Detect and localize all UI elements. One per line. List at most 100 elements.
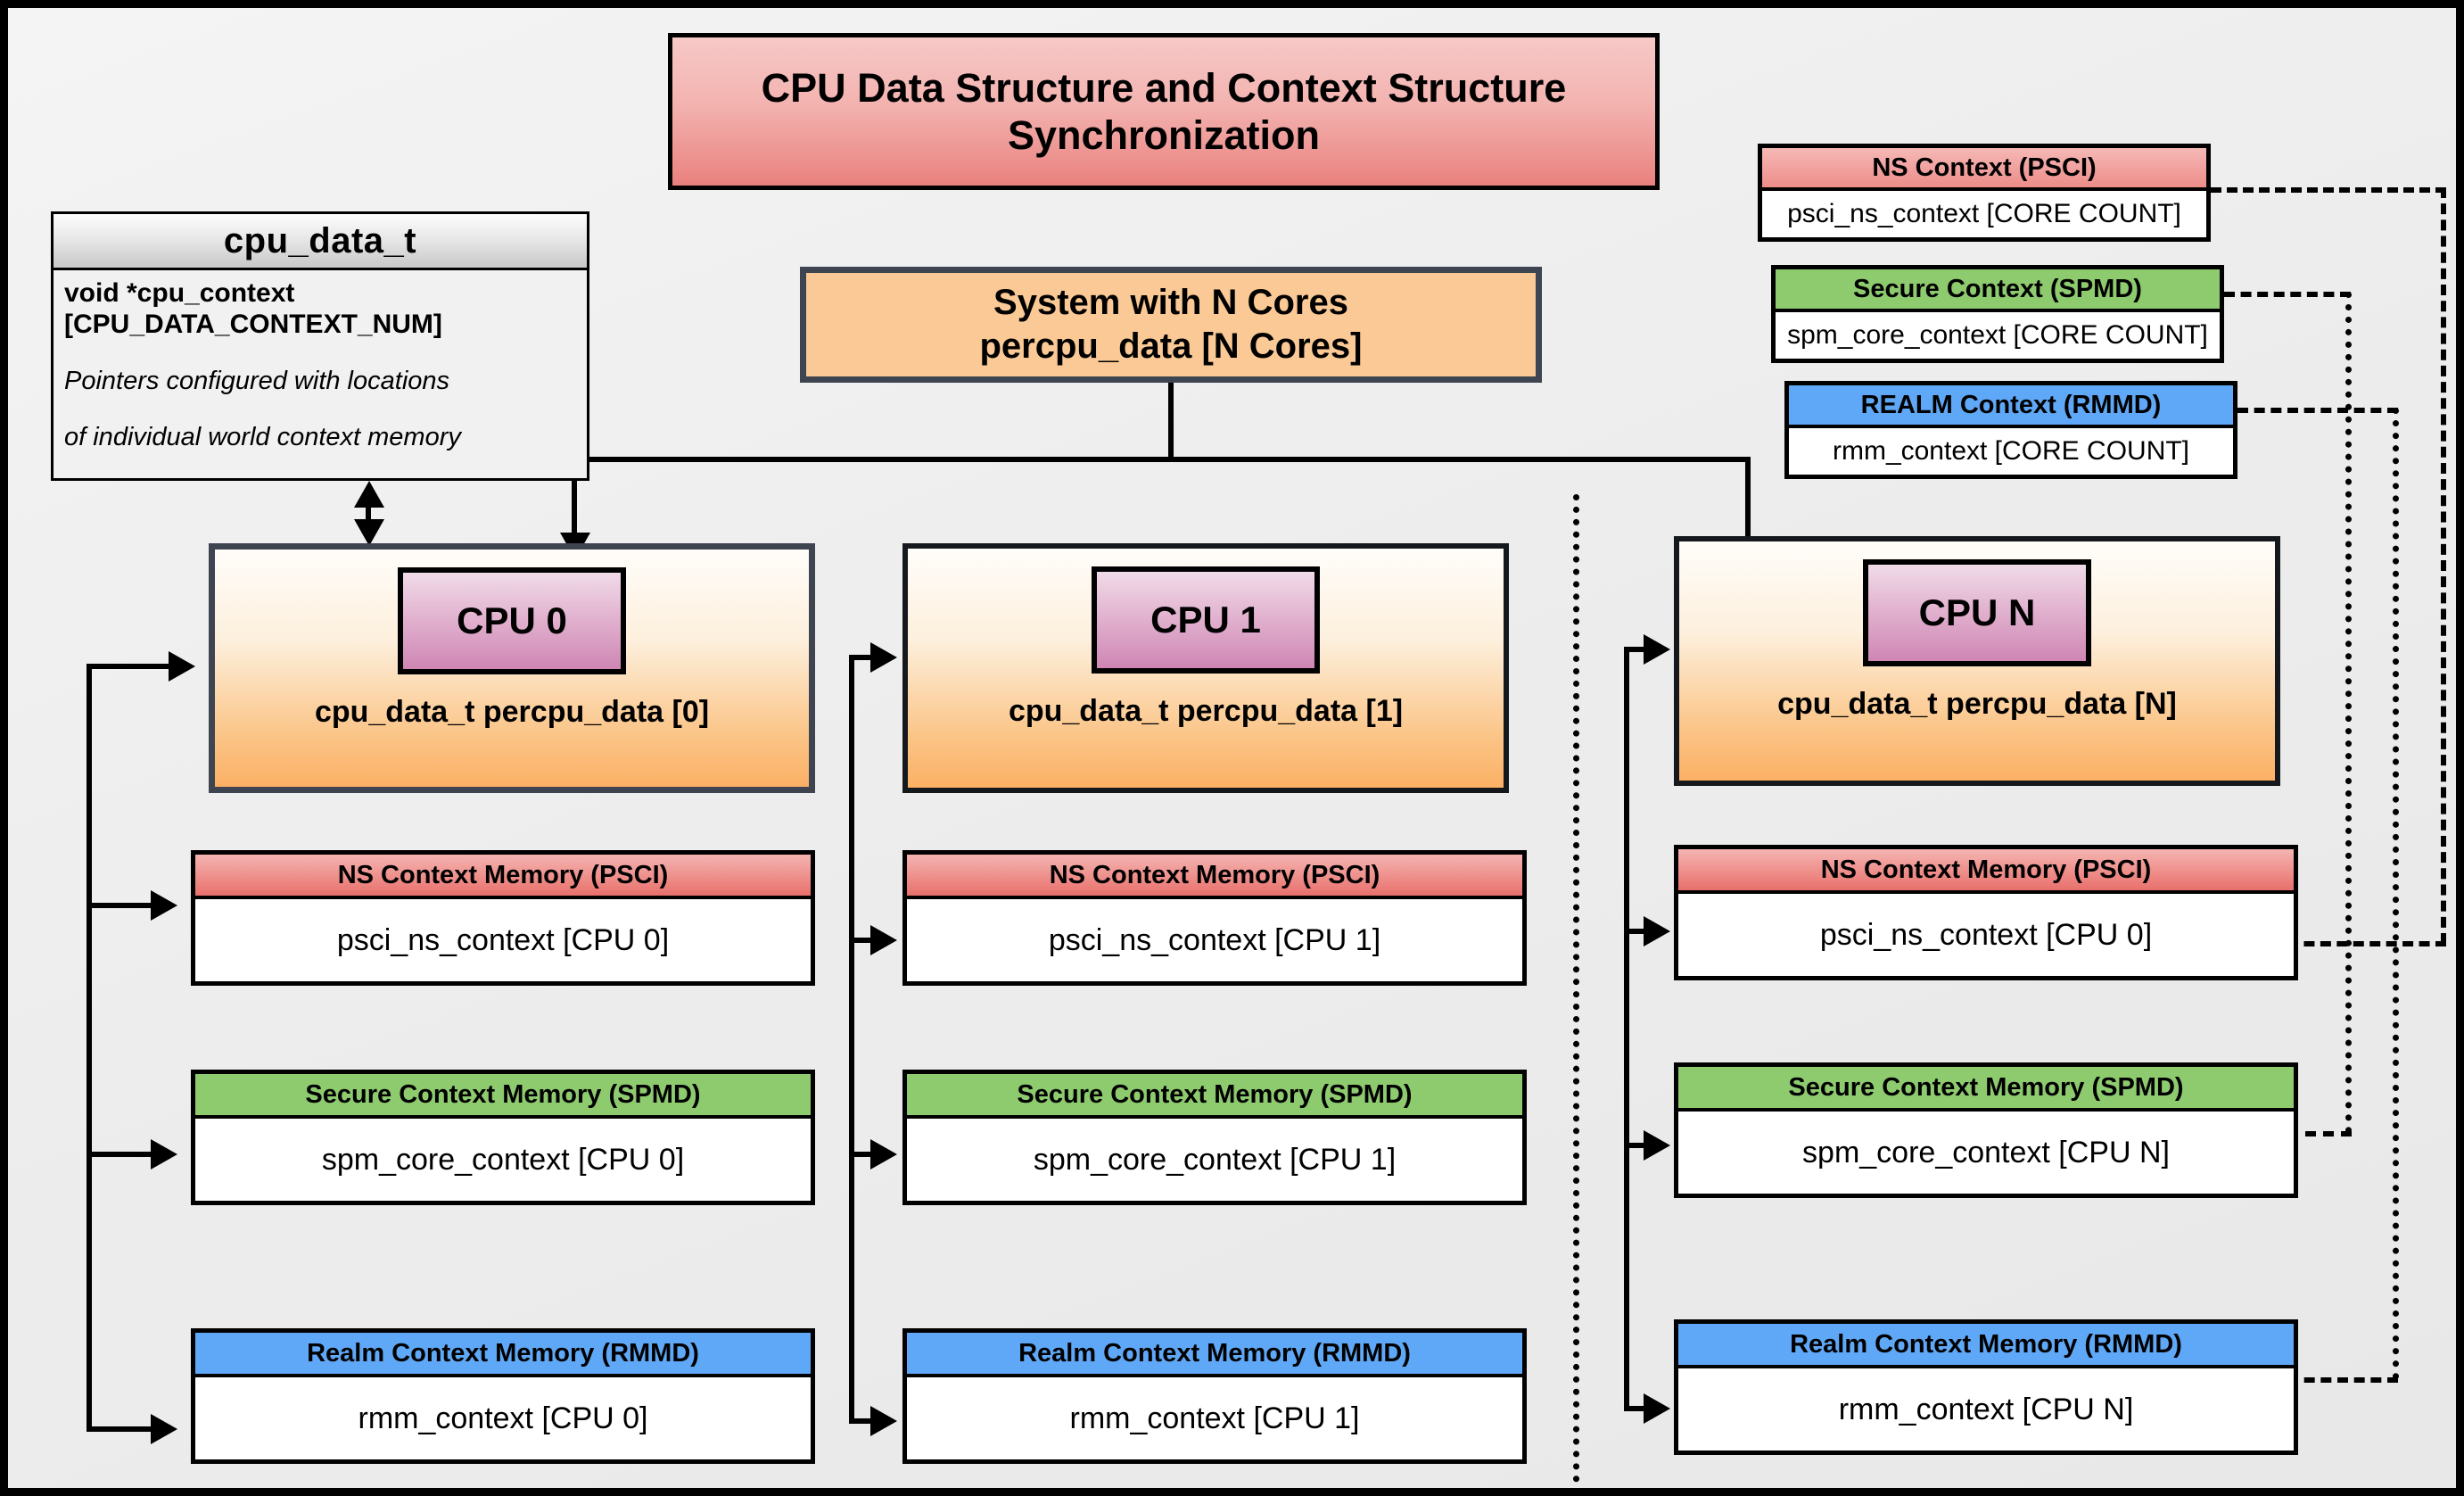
system-trunk xyxy=(1168,383,1174,459)
cpun-memory-body-0: psci_ns_context [CPU 0] xyxy=(1678,894,2294,976)
cpu-block-1: CPU 1 cpu_data_t percpu_data [1] xyxy=(902,543,1509,793)
cpu0-memory-header-1: Secure Context Memory (SPMD) xyxy=(195,1074,811,1119)
cpu1-bus-vertical xyxy=(849,655,854,1424)
cpu0-bus-branch-block xyxy=(87,664,174,669)
system-branch-cpu0 xyxy=(572,457,577,539)
ns-global-link-bottom xyxy=(2287,941,2446,946)
cpu1-memory-header-2: Realm Context Memory (RMMD) xyxy=(907,1333,1522,1377)
cpu0-memory-card-2: Realm Context Memory (RMMD) rmm_context … xyxy=(191,1328,815,1464)
cpu0-memory-body-0: psci_ns_context [CPU 0] xyxy=(195,899,811,981)
cpu1-bus-branch-ns xyxy=(849,938,876,943)
global-context-body-2: rmm_context [CORE COUNT] xyxy=(1789,428,2233,475)
cpu1-bus-arrow-ns xyxy=(870,925,897,955)
cpu0-bus-branch-ns xyxy=(87,903,156,908)
cpun-memory-card-0: NS Context Memory (PSCI) psci_ns_context… xyxy=(1674,845,2298,980)
cpu-data-t-field-line-1: void *cpu_context xyxy=(64,278,295,308)
cpu-block-0: CPU 0 cpu_data_t percpu_data [0] xyxy=(209,543,815,793)
cpun-memory-header-1: Secure Context Memory (SPMD) xyxy=(1678,1067,2294,1112)
secure-global-link-top xyxy=(2224,292,2351,297)
global-context-body-0: psci_ns_context [CORE COUNT] xyxy=(1762,191,2206,237)
cpu0-bus-arrow-realm xyxy=(151,1414,177,1444)
cpu1-bus-arrow-block xyxy=(870,642,897,673)
cpu-data-t-note-line-1: Pointers configured with locations xyxy=(64,366,450,395)
system-box-line-1: System with N Cores xyxy=(993,283,1348,323)
global-context-card-2: REALM Context (RMMD) rmm_context [CORE C… xyxy=(1784,381,2237,479)
cpu0-memory-card-0: NS Context Memory (PSCI) psci_ns_context… xyxy=(191,850,815,986)
cpu-struct-label-n: cpu_data_t percpu_data [N] xyxy=(1777,687,2177,721)
cpu0-bus-branch-realm xyxy=(87,1426,156,1432)
cpu1-bus-branch-block xyxy=(849,655,876,660)
realm-global-link-top xyxy=(2237,408,2398,413)
struct-to-cpu0-link xyxy=(366,504,371,524)
cpu-data-t-body: void *cpu_context [CPU_DATA_CONTEXT_NUM]… xyxy=(54,270,587,452)
cpu1-bus-branch-secure xyxy=(849,1152,876,1157)
cpu-chip-1: CPU 1 xyxy=(1092,566,1320,674)
cpu0-bus-arrow-secure xyxy=(151,1139,177,1170)
global-context-body-1: spm_core_context [CORE COUNT] xyxy=(1776,312,2220,359)
cpun-bus-branch-realm xyxy=(1624,1406,1649,1411)
cpu1-memory-body-2: rmm_context [CPU 1] xyxy=(907,1377,1522,1459)
cpu1-memory-card-2: Realm Context Memory (RMMD) rmm_context … xyxy=(902,1328,1527,1464)
cpun-bus-branch-block xyxy=(1624,647,1649,652)
cpu1-memory-header-0: NS Context Memory (PSCI) xyxy=(907,855,1522,899)
cpun-bus-branch-secure xyxy=(1624,1143,1649,1148)
global-context-card-1: Secure Context (SPMD) spm_core_context [… xyxy=(1771,265,2224,363)
ns-global-link-top xyxy=(2211,187,2446,193)
cpun-bus-arrow-block xyxy=(1644,634,1670,665)
cpun-memory-body-2: rmm_context [CPU N] xyxy=(1678,1368,2294,1451)
cpu0-bus-arrow-block xyxy=(169,651,195,682)
cpu0-memory-header-2: Realm Context Memory (RMMD) xyxy=(195,1333,811,1377)
cpu0-memory-body-1: spm_core_context [CPU 0] xyxy=(195,1119,811,1201)
cpu0-bus-vertical xyxy=(87,664,92,1432)
cpun-memory-body-1: spm_core_context [CPU N] xyxy=(1678,1112,2294,1194)
diagram-title-line-1: CPU Data Structure and Context Structure xyxy=(761,64,1567,111)
global-context-header-2: REALM Context (RMMD) xyxy=(1789,385,2233,428)
cpu1-bus-arrow-secure xyxy=(870,1139,897,1170)
struct-to-cpu0-arrow-down xyxy=(354,519,384,546)
cpu1-memory-card-0: NS Context Memory (PSCI) psci_ns_context… xyxy=(902,850,1527,986)
cpu-struct-label-0: cpu_data_t percpu_data [0] xyxy=(314,695,710,729)
cpu-data-t-struct-box: cpu_data_t void *cpu_context [CPU_DATA_C… xyxy=(51,211,589,481)
cpu0-memory-header-0: NS Context Memory (PSCI) xyxy=(195,855,811,899)
column-separator-dashed xyxy=(1573,494,1579,1488)
cpu0-bus-arrow-ns xyxy=(151,890,177,921)
cpu1-bus-arrow-realm xyxy=(870,1406,897,1436)
cpu1-memory-body-0: psci_ns_context [CPU 1] xyxy=(907,899,1522,981)
cpu-block-n: CPU N cpu_data_t percpu_data [N] xyxy=(1674,536,2280,786)
cpu-data-t-header: cpu_data_t xyxy=(54,214,587,270)
cpu0-memory-body-2: rmm_context [CPU 0] xyxy=(195,1377,811,1459)
cpun-bus-arrow-secure xyxy=(1644,1130,1670,1161)
global-context-header-1: Secure Context (SPMD) xyxy=(1776,269,2220,312)
cpu-struct-label-1: cpu_data_t percpu_data [1] xyxy=(1008,694,1404,728)
system-box-line-2: percpu_data [N Cores] xyxy=(979,326,1363,366)
realm-global-link-bottom xyxy=(2287,1377,2398,1383)
cpun-bus-branch-ns xyxy=(1624,929,1649,934)
realm-global-link-right xyxy=(2393,408,2399,1380)
global-context-header-0: NS Context (PSCI) xyxy=(1762,148,2206,191)
cpun-memory-header-2: Realm Context Memory (RMMD) xyxy=(1678,1324,2294,1368)
cpu-data-t-note-line-2: of individual world context memory xyxy=(64,422,461,451)
cpu-chip-0: CPU 0 xyxy=(398,567,626,674)
secure-global-link-bottom xyxy=(2287,1131,2352,1136)
cpu0-memory-card-1: Secure Context Memory (SPMD) spm_core_co… xyxy=(191,1070,815,1205)
cpun-memory-card-2: Realm Context Memory (RMMD) rmm_context … xyxy=(1674,1319,2298,1455)
cpu-chip-n: CPU N xyxy=(1863,559,2091,666)
cpu1-memory-header-1: Secure Context Memory (SPMD) xyxy=(907,1074,1522,1119)
cpu1-bus-branch-realm xyxy=(849,1418,876,1424)
cpu1-memory-card-1: Secure Context Memory (SPMD) spm_core_co… xyxy=(902,1070,1527,1205)
ns-global-link-right xyxy=(2441,187,2446,944)
cpu1-memory-body-1: spm_core_context [CPU 1] xyxy=(907,1119,1522,1201)
secure-global-link-right xyxy=(2345,292,2352,1134)
cpun-memory-header-0: NS Context Memory (PSCI) xyxy=(1678,849,2294,894)
cpu-data-t-field-line-2: [CPU_DATA_CONTEXT_NUM] xyxy=(64,310,442,340)
diagram-title-line-2: Synchronization xyxy=(1007,112,1320,158)
cpun-bus-arrow-realm xyxy=(1644,1393,1670,1424)
diagram-title: CPU Data Structure and Context Structure… xyxy=(668,33,1660,190)
global-context-card-0: NS Context (PSCI) psci_ns_context [CORE … xyxy=(1758,144,2211,242)
system-branch-cpun xyxy=(1745,457,1751,539)
cpun-bus-arrow-ns xyxy=(1644,916,1670,946)
cpu0-bus-branch-secure xyxy=(87,1152,156,1157)
cpun-memory-card-1: Secure Context Memory (SPMD) spm_core_co… xyxy=(1674,1062,2298,1198)
cpun-bus-vertical xyxy=(1624,647,1629,1411)
